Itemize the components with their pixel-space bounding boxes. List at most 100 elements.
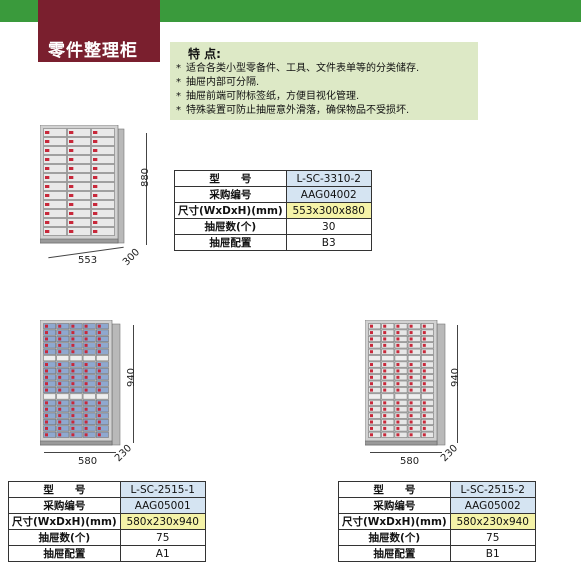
drawer-label [370, 350, 373, 354]
drawer [420, 361, 434, 368]
drawer-label [383, 433, 387, 437]
drawer [381, 323, 395, 330]
drawer-label [370, 331, 373, 335]
drawer-label [69, 194, 74, 197]
drawer-label [45, 324, 48, 328]
table-row: 抽屉数(个)75 [338, 529, 536, 546]
drawer [394, 425, 408, 432]
drawer-label [84, 337, 88, 341]
drawer [420, 374, 434, 381]
drawer-label [45, 176, 50, 179]
count-label: 抽屉数(个) [338, 529, 451, 546]
drawer-label [383, 414, 387, 418]
drawer-label [383, 369, 387, 373]
height-dim: 940 [126, 367, 138, 388]
drawer-label [422, 324, 426, 328]
drawer [82, 329, 96, 336]
drawer-label [69, 185, 74, 188]
drawer-label [396, 382, 400, 386]
drawer [407, 412, 421, 419]
drawer [394, 348, 408, 355]
drawer [56, 348, 70, 355]
drawer-label [422, 363, 426, 367]
drawer [381, 419, 395, 426]
drawer-label [93, 131, 98, 134]
drawer [95, 342, 109, 349]
drawer-label [370, 433, 373, 437]
drawer [95, 374, 109, 381]
drawer-label [71, 433, 75, 437]
drawer-label [396, 420, 400, 424]
drawer-label [71, 401, 75, 405]
drawer-label [69, 230, 74, 233]
config-value: A1 [119, 545, 206, 562]
drawer [407, 348, 421, 355]
drawer-label [97, 414, 101, 418]
drawer [82, 406, 96, 413]
drawer [43, 399, 56, 406]
drawer-label [58, 426, 62, 430]
drawer [82, 399, 96, 406]
drawer-label [58, 350, 62, 354]
drawer [407, 431, 421, 438]
drawer [43, 374, 56, 381]
height-line [133, 325, 134, 443]
drawer-label [422, 401, 426, 405]
drawer [95, 348, 109, 355]
drawer [394, 361, 408, 368]
feature-item: *适合各类小型零备件、工具、文件表单等的分类储存. [176, 63, 420, 74]
drawer [91, 209, 115, 218]
drawer [407, 367, 421, 374]
drawer [394, 342, 408, 349]
drawer-label [370, 369, 373, 373]
drawer [56, 380, 70, 387]
drawer [67, 182, 91, 191]
drawer [95, 425, 109, 432]
drawer [69, 419, 83, 426]
drawer [91, 227, 115, 236]
drawer-label [97, 433, 101, 437]
drawer [43, 380, 56, 387]
drawer [420, 399, 434, 406]
drawer-label [383, 420, 387, 424]
code-value: AAG05002 [449, 497, 536, 514]
config-label: 抽屉配置 [338, 545, 451, 562]
height-line [146, 133, 147, 245]
features-box: 特 点: *适合各类小型零备件、工具、文件表单等的分类储存. *抽屉内部可分隔.… [170, 42, 478, 120]
drawer-label [93, 167, 98, 170]
drawer-label [45, 343, 48, 347]
model-value: L-SC-3310-2 [285, 170, 372, 187]
size-label: 尺寸(WxDxH)(mm) [338, 513, 451, 530]
drawer [95, 387, 109, 394]
table-row: 抽屉数(个)30 [174, 218, 372, 235]
drawer-label [370, 324, 373, 328]
drawer-label [422, 382, 426, 386]
drawer [91, 128, 115, 137]
drawer-label [396, 363, 400, 367]
drawer-label [409, 337, 413, 341]
drawer-label [409, 382, 413, 386]
drawer-label [370, 382, 373, 386]
drawer [56, 335, 70, 342]
table-row: 尺寸(WxDxH)(mm)553x300x880 [174, 202, 372, 219]
drawer [407, 323, 421, 330]
drawer-label [69, 131, 74, 134]
drawer-label [58, 388, 62, 392]
drawer-label [383, 343, 387, 347]
drawer [394, 367, 408, 374]
drawer [43, 335, 56, 342]
drawer-label [409, 331, 413, 335]
drawer-label [422, 331, 426, 335]
drawer-label [396, 324, 400, 328]
drawer-label [84, 433, 88, 437]
model-label: 型 号 [8, 481, 121, 498]
drawer [95, 329, 109, 336]
size-label: 尺寸(WxDxH)(mm) [8, 513, 121, 530]
drawer-label [71, 426, 75, 430]
drawer-label [409, 369, 413, 373]
table-row: 尺寸(WxDxH)(mm)580x230x940 [8, 513, 206, 530]
